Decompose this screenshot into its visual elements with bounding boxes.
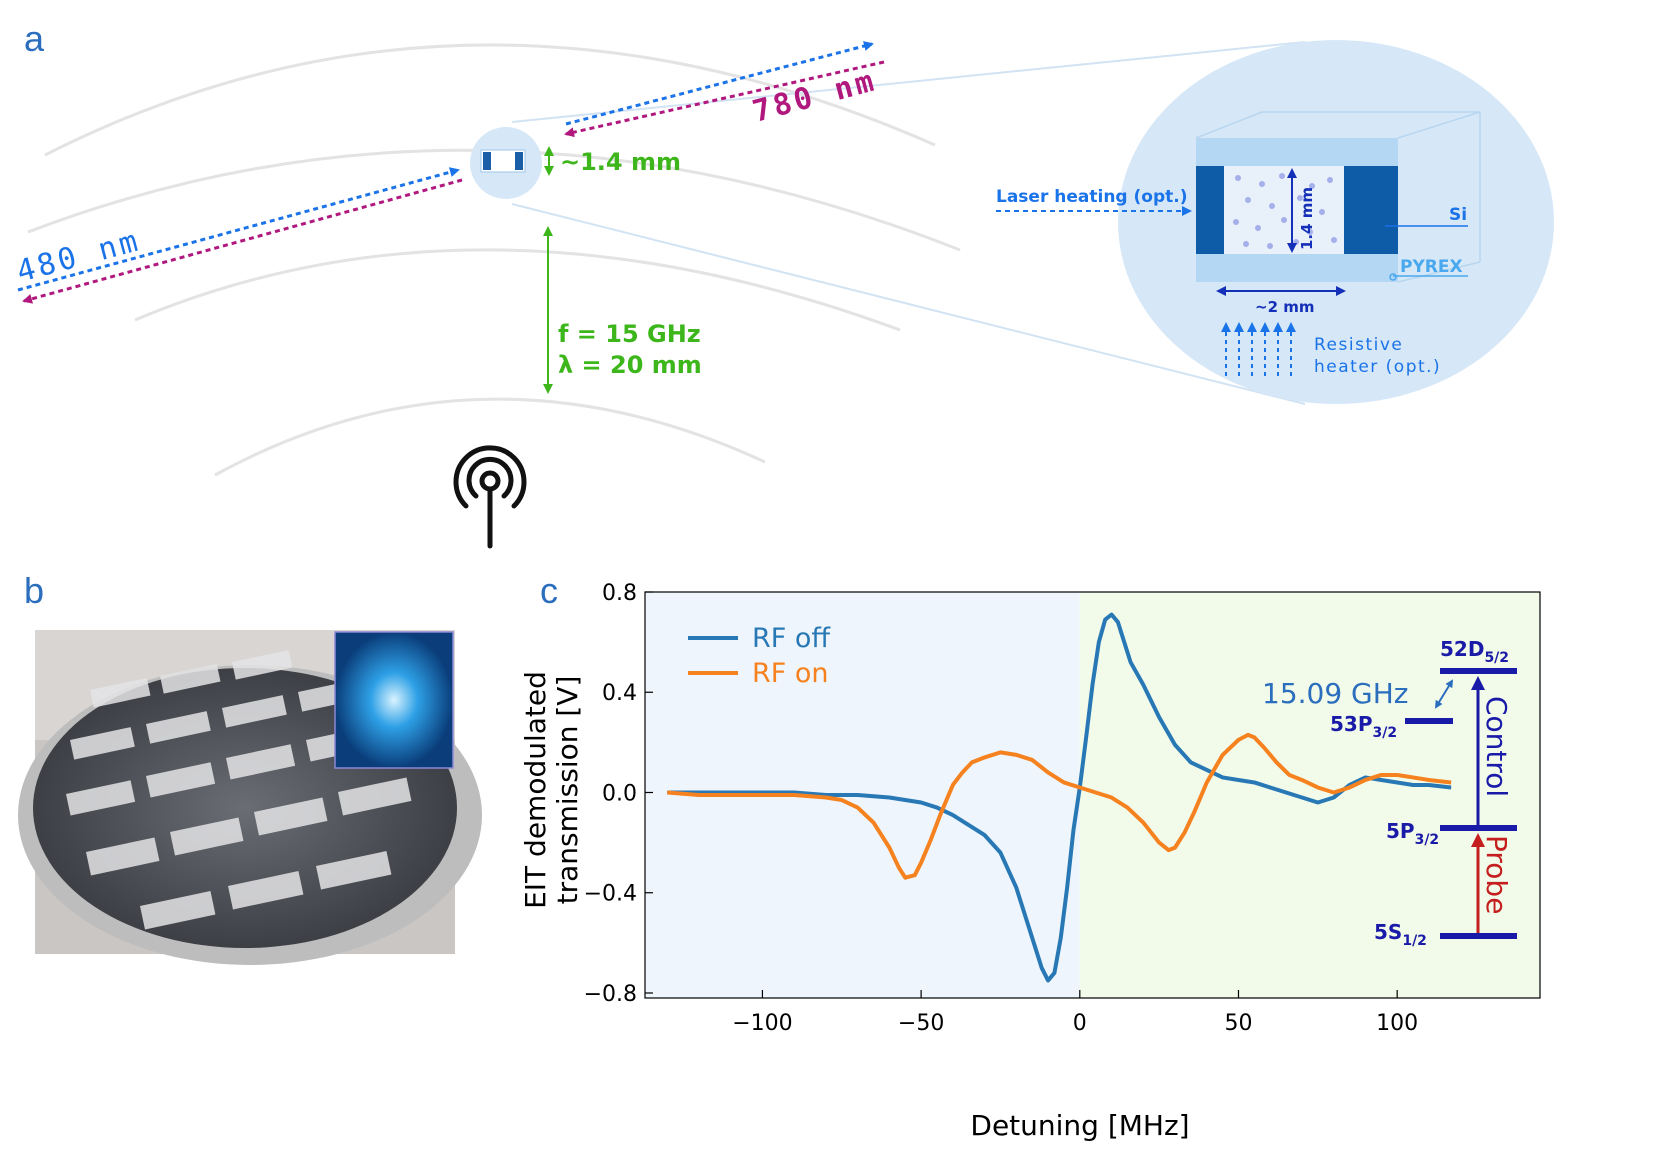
- x-axis-label: Detuning [MHz]: [970, 1109, 1189, 1142]
- wafer-dies: [66, 649, 412, 930]
- y-tick-label: 0.0: [602, 781, 637, 806]
- x-tick-label: 100: [1376, 1011, 1418, 1036]
- y-tick-label: 0.4: [602, 681, 637, 706]
- resistive-heater-arrows: [1221, 322, 1296, 376]
- silicon-left: [1196, 166, 1224, 254]
- vapor-chamber: [1224, 166, 1344, 254]
- y-tick-label: 0.8: [602, 581, 637, 606]
- pyrex-bottom: [1196, 254, 1398, 282]
- panel-label-a: a: [24, 18, 45, 59]
- series-layer: [667, 612, 1452, 983]
- wavefront-arc: [44, 43, 936, 157]
- beam-780-label: 780 nm: [749, 63, 880, 130]
- cell-size-label: ~1.4 mm: [560, 148, 681, 176]
- series-line-rf-off: [667, 612, 1452, 983]
- beam-480-label: 480 nm: [13, 223, 144, 290]
- legend-label-rf-off: RF off: [752, 623, 831, 654]
- beam-780-left: [22, 178, 463, 304]
- y-tick-label: −0.4: [584, 882, 637, 907]
- height-label: 1.4 mm: [1298, 187, 1316, 250]
- y-axis-label-line2: transmission [V]: [551, 676, 584, 905]
- laser-heating-label: Laser heating (opt.): [996, 187, 1187, 207]
- panel-label-c: c: [540, 570, 558, 611]
- pyrex-top: [1196, 138, 1398, 166]
- pyrex-label: PYREX: [1400, 257, 1463, 277]
- silicon-right: [1344, 166, 1398, 254]
- glowing-cell-inset: [334, 631, 454, 769]
- x-tick-label: −100: [732, 1011, 792, 1036]
- x-tick-label: 0: [1073, 1011, 1087, 1036]
- rf-wavelength-label: λ = 20 mm: [558, 351, 702, 379]
- laser-beams: [17, 41, 885, 304]
- wavefront-arc: [214, 397, 766, 477]
- heater-label-1: Resistive: [1314, 335, 1403, 355]
- beam-480-right: [565, 41, 874, 126]
- y-tick-label: −0.8: [584, 982, 637, 1007]
- legend-label-rf-on: RF on: [752, 658, 829, 689]
- width-label: ~2 mm: [1255, 298, 1315, 316]
- panel-a: 480 nm 780 nm ~1.4 mm f = 15 GHz λ = 20 …: [13, 40, 1554, 549]
- vapor-cell-small: [470, 127, 542, 199]
- x-tick-label: 50: [1224, 1011, 1252, 1036]
- wafer-photo: [18, 630, 482, 965]
- wavefront-arc: [134, 248, 901, 332]
- y-axis-label-line1: EIT demodulated: [519, 671, 552, 909]
- transition-arrow: [1434, 679, 1454, 709]
- cell-inset: 1.4 mm Laser heating (opt.) Si PYREX ~2 …: [996, 40, 1554, 404]
- beam-480-left: [17, 167, 460, 292]
- rf-frequency-label: f = 15 GHz: [558, 320, 701, 348]
- control-label: Control: [1480, 696, 1513, 797]
- si-label: Si: [1449, 205, 1467, 225]
- transition-label: 15.09 GHz: [1262, 677, 1409, 710]
- x-tick-label: −50: [898, 1011, 944, 1036]
- panel-c-chart: −100 −50 0 50 100 −0.8 −0.4 0.0 0.4 0.8 Detuning …: [519, 581, 1541, 1142]
- series-line-rf-on: [667, 732, 1452, 880]
- plot-frame: [644, 591, 1541, 999]
- atoms: [1233, 173, 1337, 249]
- beam-780-right: [564, 60, 885, 138]
- antenna-icon: [453, 445, 527, 549]
- probe-label: Probe: [1480, 835, 1513, 914]
- zoom-lines: [511, 41, 1306, 405]
- heater-label-2: heater (opt.): [1314, 357, 1441, 377]
- ticks-layer: −100 −50 0 50 100 −0.8 −0.4 0.0 0.4 0.8: [584, 581, 1419, 1036]
- legend: RF off RF on: [688, 623, 831, 689]
- background-region-positive: [1079, 592, 1540, 998]
- panel-label-b: b: [24, 570, 45, 611]
